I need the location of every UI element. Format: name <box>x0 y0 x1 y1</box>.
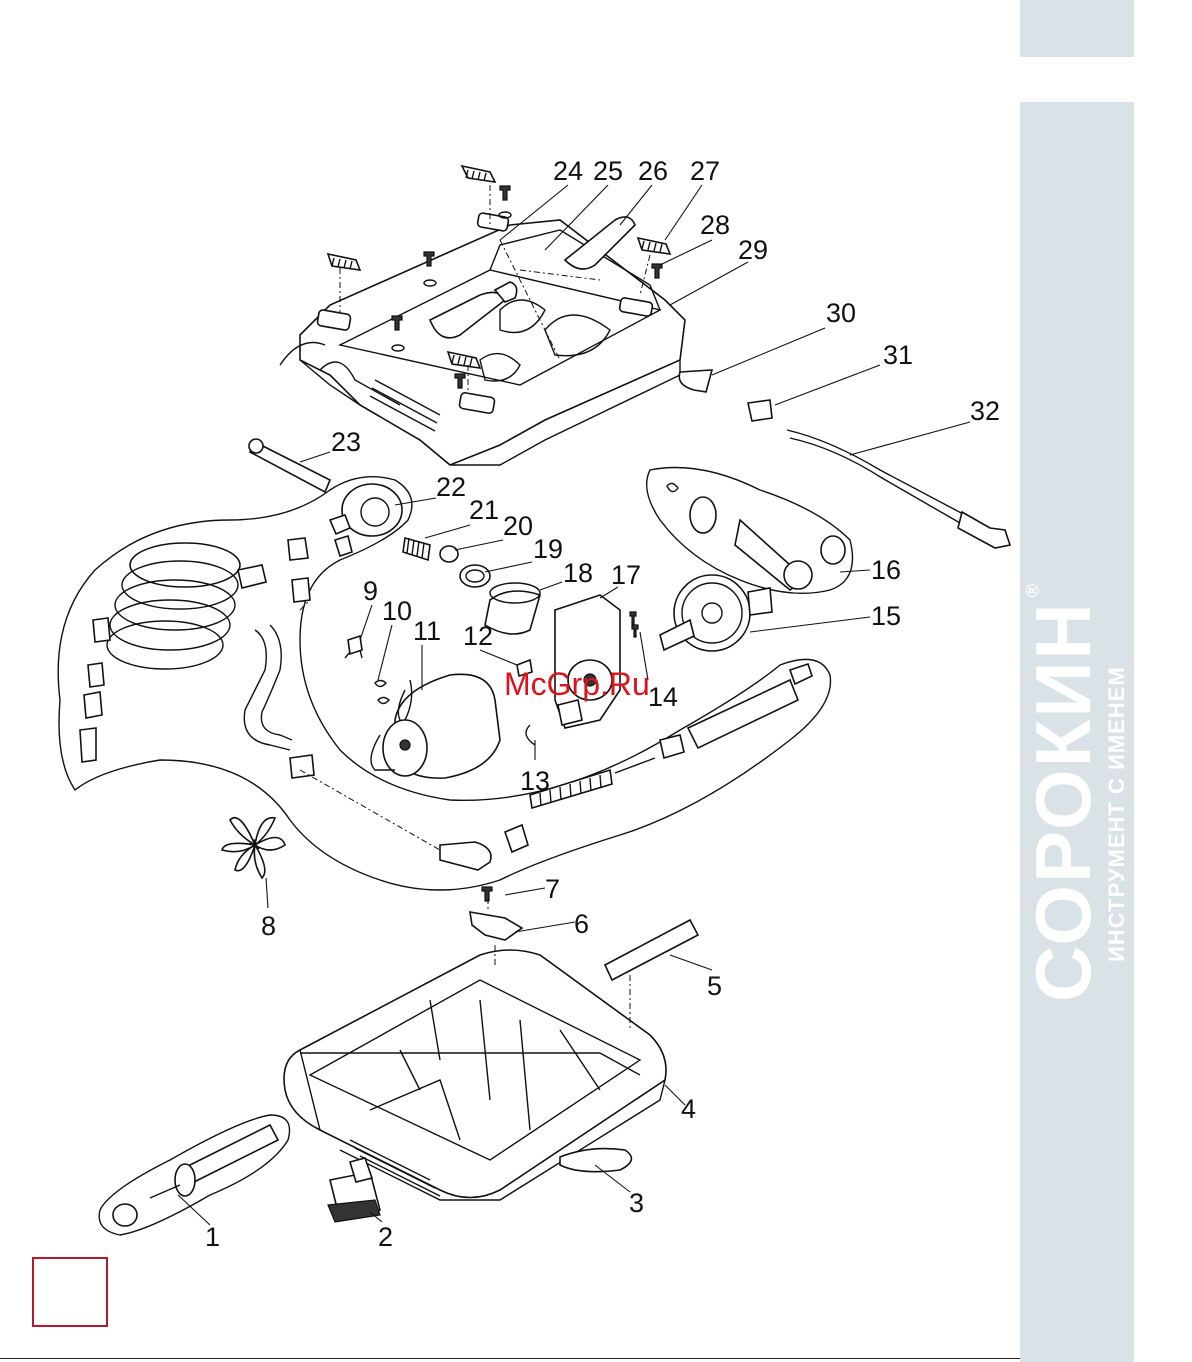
label-28: 28 <box>700 210 730 240</box>
label-31: 31 <box>883 340 913 370</box>
label-21: 21 <box>469 495 499 525</box>
label-6: 6 <box>574 909 589 939</box>
sidebar-top-block <box>1020 0 1134 57</box>
label-25: 25 <box>593 156 623 186</box>
label-24: 24 <box>553 156 583 186</box>
label-30: 30 <box>826 298 856 328</box>
label-10: 10 <box>382 596 412 626</box>
label-9: 9 <box>363 576 378 606</box>
label-15: 15 <box>871 601 901 631</box>
label-20: 20 <box>503 511 533 541</box>
label-17: 17 <box>611 560 641 590</box>
label-29: 29 <box>738 235 768 265</box>
label-19: 19 <box>533 534 563 564</box>
label-23: 23 <box>331 427 361 457</box>
label-22: 22 <box>436 472 466 502</box>
registered-mark: ® <box>1023 582 1043 597</box>
label-16: 16 <box>871 555 901 585</box>
label-4: 4 <box>681 1094 696 1124</box>
fan-8 <box>222 818 285 878</box>
brand-logo: СОРОКИН® ИНСТРУМЕНТ С ИМЕНЕМ <box>1024 582 1130 1002</box>
brand-tagline: ИНСТРУМЕНТ С ИМЕНЕМ <box>1104 666 1130 1002</box>
watermark-text: McGrp.Ru <box>504 666 650 703</box>
label-27: 27 <box>690 156 720 186</box>
brand-name: СОРОКИН <box>1020 601 1107 1002</box>
cylinder-head-22 <box>330 484 402 556</box>
label-8: 8 <box>261 911 276 941</box>
label-11: 11 <box>413 616 441 646</box>
brand-sidebar: СОРОКИН ® ИНСТРУМЕНТ С ИМЕНЕМ <box>1020 102 1134 1362</box>
switch-2 <box>328 1158 380 1222</box>
label-2: 2 <box>378 1222 393 1252</box>
label-3: 3 <box>629 1188 644 1218</box>
label-13: 13 <box>520 766 550 796</box>
rod-23 <box>249 439 330 492</box>
accessory-parts <box>679 370 1010 548</box>
label-26: 26 <box>638 156 668 186</box>
syringe-1 <box>99 1115 289 1235</box>
label-32: 32 <box>970 396 1000 426</box>
label-1: 1 <box>205 1222 220 1252</box>
label-5: 5 <box>707 971 722 1001</box>
label-18: 18 <box>563 558 593 588</box>
label-12: 12 <box>463 621 493 651</box>
watermark: McGrp.Ru <box>0 666 1192 706</box>
gear-15 <box>660 575 750 651</box>
label-7: 7 <box>545 874 560 904</box>
air-hose-coil <box>80 543 266 762</box>
valve-parts <box>440 825 528 870</box>
